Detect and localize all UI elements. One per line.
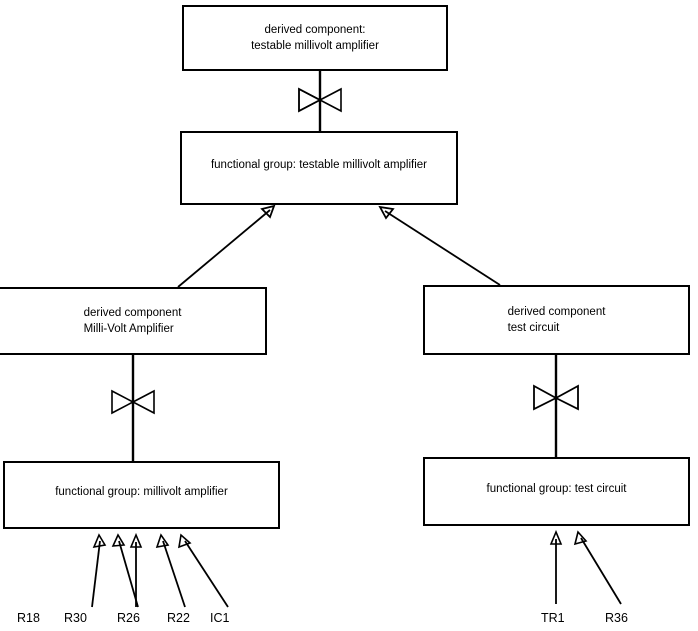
leaf-part-r36-label: R36 (605, 611, 628, 625)
functional-group-testable-millivolt-amplifier-label: functional group: testable millivolt amp… (210, 159, 428, 171)
leaf-part-ic1-arrow (177, 533, 229, 608)
leaf-part-r26-arrow (129, 532, 143, 607)
leaf-part-r30-label: R30 (64, 611, 87, 625)
derived-component-test-circuit[interactable]: derived component test circuit (423, 285, 690, 355)
leaf-part-r36-arrow (573, 530, 622, 605)
leaf-part-r30-arrow (111, 533, 139, 608)
leaf-part-r22-label: R22 (167, 611, 190, 625)
realization-link-top (298, 71, 342, 131)
functional-group-test-circuit[interactable]: functional group: test circuit (423, 457, 690, 526)
leaf-part-ic1-label: IC1 (210, 611, 230, 625)
functional-group-test-circuit-label: functional group: test circuit (486, 482, 627, 495)
leaf-part-tr1-label: TR1 (541, 611, 565, 625)
leaf-part-r22-arrow (155, 533, 186, 608)
realization-link-right (533, 355, 579, 457)
functional-group-millivolt-amplifier[interactable]: functional group: millivolt amplifier (3, 461, 280, 529)
functional-group-testable-millivolt-amplifier[interactable]: functional group: testable millivolt amp… (180, 131, 458, 205)
arrow-milli-volt-amplifier-to-testable-group (177, 204, 276, 288)
leaf-part-tr1-arrow (549, 529, 563, 604)
derived-component-milli-volt-amplifier[interactable]: derived component Milli-Volt Amplifier (0, 287, 267, 355)
functional-group-millivolt-amplifier-label: functional group: millivolt amplifier (55, 486, 228, 498)
derived-component-milli-volt-amplifier-label: derived component Milli-Volt Amplifier (83, 307, 182, 335)
derived-component-testable-millivolt-amplifier-label: derived component: testable millivolt am… (251, 24, 379, 52)
derived-component-test-circuit-label: derived component test circuit (507, 306, 606, 334)
derived-component-testable-millivolt-amplifier[interactable]: derived component: testable millivolt am… (182, 5, 448, 71)
leaf-part-r18-arrow (91, 533, 107, 608)
realization-link-left (111, 355, 155, 461)
leaf-part-r18-label: R18 (17, 611, 40, 625)
arrow-test-circuit-to-testable-group (378, 205, 501, 286)
leaf-part-r26-label: R26 (117, 611, 140, 625)
